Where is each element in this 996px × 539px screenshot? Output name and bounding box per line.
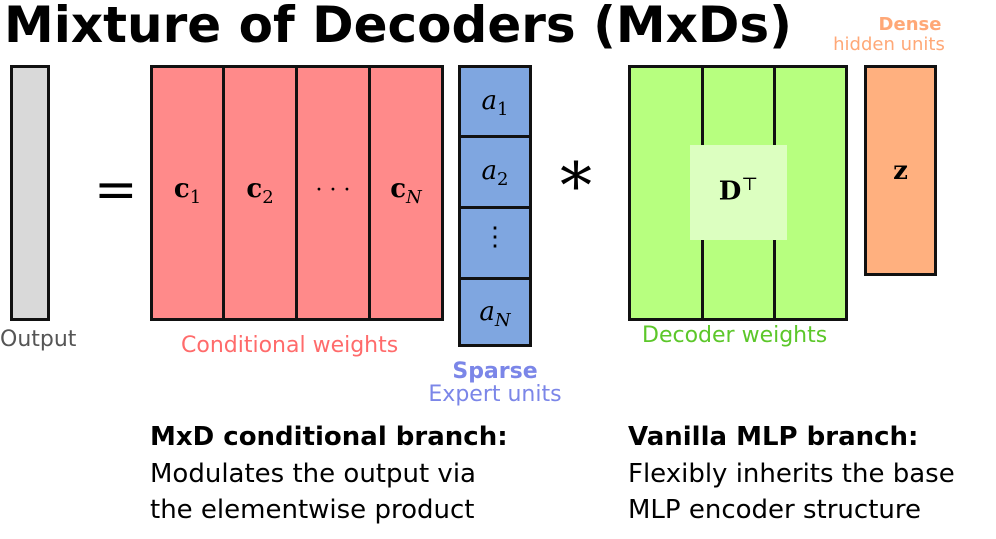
cell-sub: 1 [497,99,509,121]
expert-cell-vdots: ⋮ [482,222,508,252]
cell-base: a [481,86,498,116]
conditional-cell-c1: c1 [153,174,222,208]
cell-sub: N [494,310,511,332]
expert-divider [458,135,532,138]
conditional-divider [368,65,371,321]
conditional-divider [222,65,225,321]
decoder-matrix-highlight [690,145,787,240]
expert-cell-a1: a1 [458,86,532,120]
expert-divider [458,206,532,209]
matrix-sup: ⊤ [741,174,759,195]
dense-caption: hidden units [833,34,945,55]
expert-divider [458,277,532,280]
expert-cell-a2: a2 [458,156,532,190]
cell-sub: 2 [262,187,274,209]
cell-sub: N [406,187,422,209]
expert-cell-aN: aN [458,297,532,331]
conditional-cell-cN: cN [371,174,441,208]
dense-vector-label: z [893,156,908,186]
output-vector [10,65,50,321]
cell-base: c [246,174,263,204]
mlp-branch-line2: MLP encoder structure [628,495,921,525]
conditional-caption: Conditional weights [181,333,399,358]
cell-base: a [479,297,495,327]
conditional-divider [295,65,298,321]
output-label: Output [0,327,77,352]
conditional-cell-ellipsis: · · · [315,178,351,203]
mxd-branch-line2: the elementwise product [150,495,475,525]
decoder-caption: Decoder weights [642,323,828,348]
mxd-branch-line1: Modulates the output via [150,459,476,489]
elementwise-product-symbol: * [560,150,592,224]
dense-caption-bold: Dense [878,14,942,35]
mlp-branch-line1: Flexibly inherits the base [628,459,955,489]
cell-base: c [390,174,407,204]
matrix-base: D [718,176,742,207]
cell-base: a [481,156,498,186]
cell-base: c [173,174,190,204]
mlp-branch-heading: Vanilla MLP branch: [628,422,919,452]
equals-symbol: = [94,160,138,220]
diagram-title: Mixture of Decoders (MxDs) [4,0,793,54]
conditional-cell-c2: c2 [225,174,295,208]
expert-caption-bold: Sparse [452,359,538,384]
cell-sub: 1 [189,187,202,209]
decoder-matrix-label: D⊤ [690,174,787,207]
expert-caption: Expert units [428,382,562,407]
mxd-branch-heading: MxD conditional branch: [150,422,508,452]
dense-hidden-vector [864,65,937,276]
cell-sub: 2 [497,169,509,191]
